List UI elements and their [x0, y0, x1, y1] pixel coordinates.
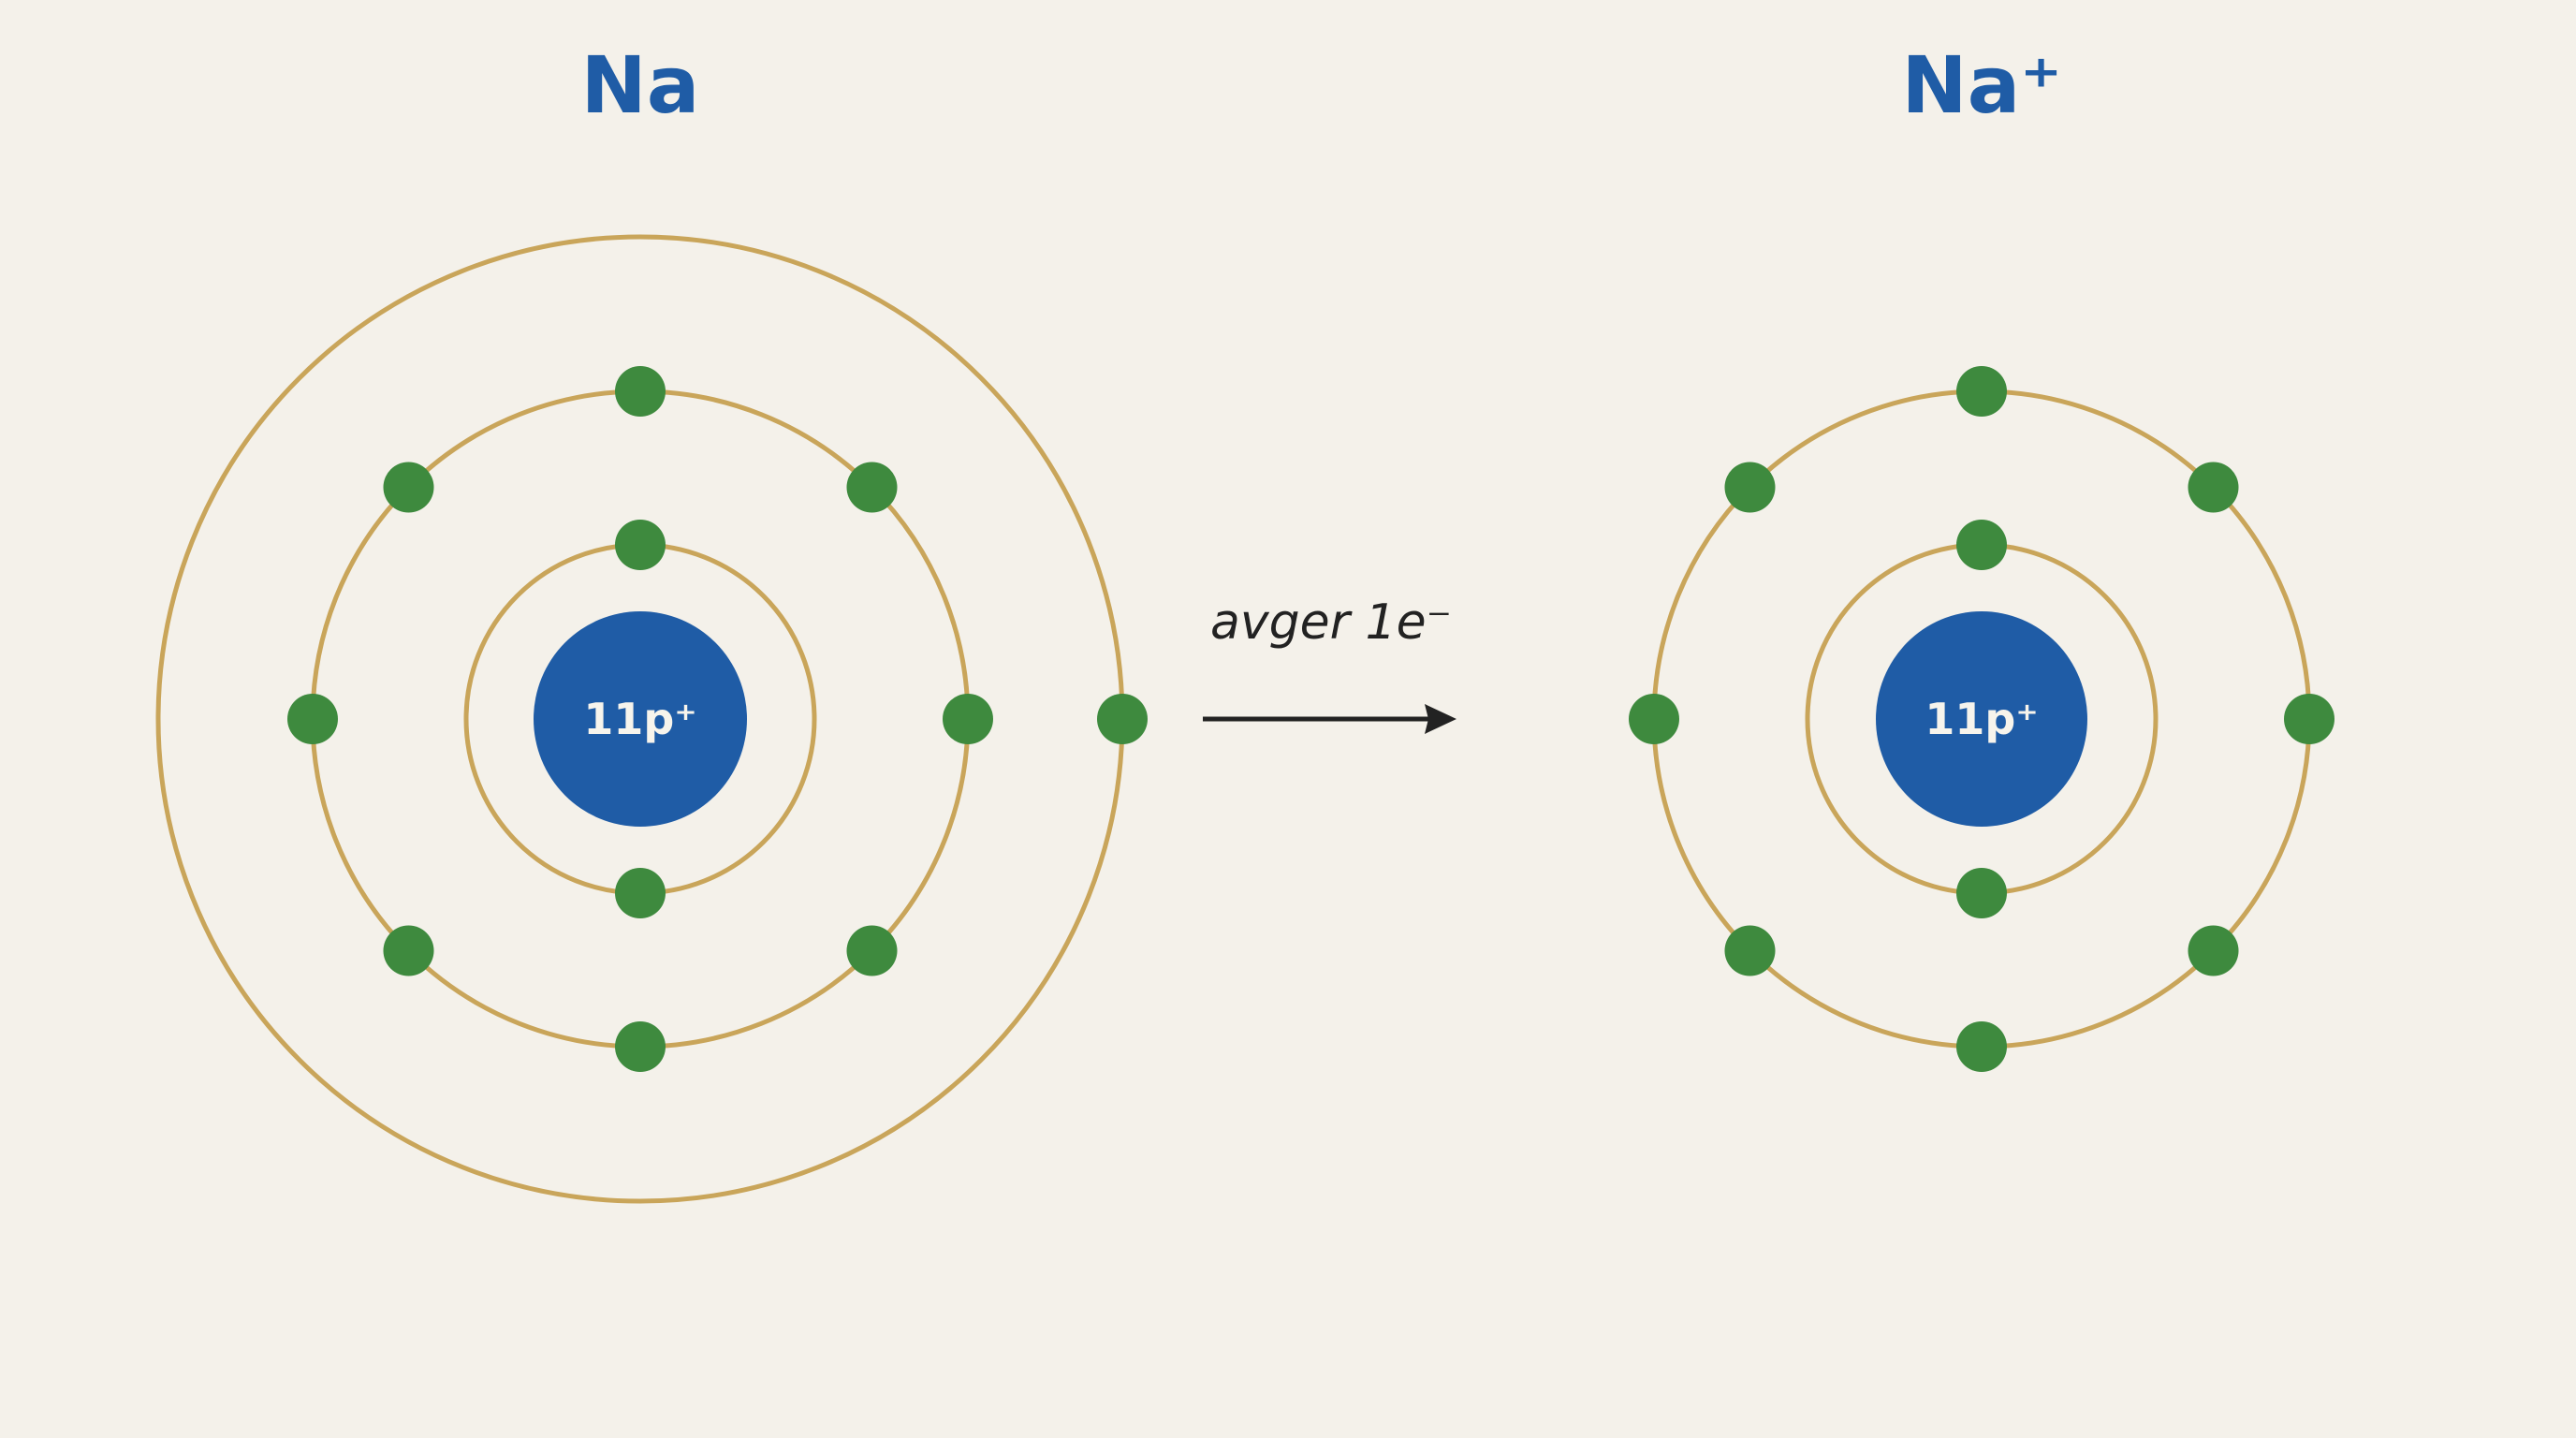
ion-nucleus [1876, 611, 2087, 827]
ion-electron-shell1-1 [1956, 520, 2007, 570]
atom-electron-shell2-6 [383, 925, 434, 976]
ion-electron-shell2-5 [1956, 1021, 2007, 1072]
ion-title: Na⁺ [1901, 39, 2061, 131]
atom-electron-shell2-4 [846, 925, 898, 976]
atom-electron-shell1-2 [615, 868, 666, 918]
ion-electrons [1629, 366, 2334, 1072]
arrow-head [1425, 704, 1456, 734]
atom-electron-shell2-3 [943, 694, 993, 744]
atom-electron-shell2-7 [287, 694, 338, 744]
atom-nucleus-label: 11p⁺ [583, 694, 696, 744]
sodium-ion-model: Na⁺ 11p⁺ [1629, 39, 2334, 1072]
ion-electron-shell2-3 [2284, 694, 2334, 744]
sodium-atom-model: Na 11p⁺ [155, 39, 1148, 1204]
atom-electron-shell1-1 [615, 520, 666, 570]
atom-title: Na [581, 39, 700, 131]
ion-electron-shell2-6 [1724, 925, 1776, 976]
ion-electron-shell2-4 [2188, 925, 2239, 976]
atom-electron-shell2-2 [846, 462, 898, 513]
ion-electron-shell2-1 [1956, 366, 2007, 417]
atom-electron-shell2-5 [615, 1021, 666, 1072]
reaction-arrow: avger 1e⁻ [1203, 594, 1456, 734]
ion-electron-shell2-7 [1629, 694, 1679, 744]
atom-electron-shell2-8 [383, 462, 434, 513]
ion-electron-shell1-2 [1956, 868, 2007, 918]
atom-electrons [287, 366, 1148, 1072]
ion-nucleus-label: 11p⁺ [1925, 694, 2038, 744]
ion-electron-shell2-2 [2188, 462, 2239, 513]
arrow-label: avger 1e⁻ [1210, 594, 1452, 651]
ion-electron-shell2-8 [1724, 462, 1776, 513]
atom-electron-shell3-1 [1097, 694, 1148, 744]
atom-electron-shell2-1 [615, 366, 666, 417]
atom-nucleus [534, 611, 747, 827]
